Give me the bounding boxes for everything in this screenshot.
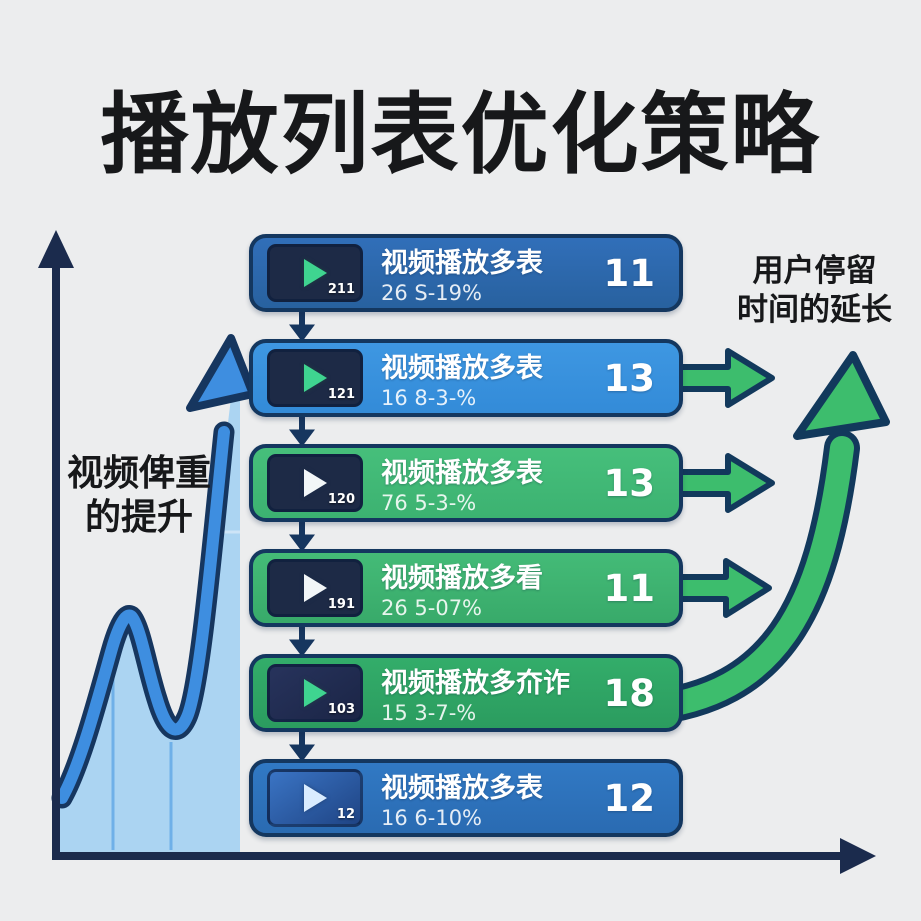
playlist-card-3: 120 视频播放多表 76 5-3-% 13	[249, 444, 683, 522]
card-subtitle: 76 5-3-%	[381, 491, 477, 515]
play-icon	[303, 259, 327, 287]
left-axis-label: 视频俾重 的提升	[44, 452, 234, 540]
right-outcome-label-line1: 用户停留	[752, 253, 877, 289]
growth-arrow-shaft	[56, 426, 230, 804]
duration-badge: 120	[327, 492, 355, 507]
growth-arrow-head	[186, 334, 257, 412]
playlist-card-2: 121 视频播放多表 16 8-3-% 13	[249, 339, 683, 417]
right-outcome-label-line2: 时间的延长	[737, 291, 892, 328]
card-subtitle: 16 6-10%	[381, 806, 483, 830]
card-subtitle: 16 8-3-%	[381, 386, 477, 410]
right-outcome-label: 用户停留 时间的延长	[712, 252, 917, 330]
card-meta: 视频播放多表 26 S-19%	[381, 241, 598, 305]
duration-badge: 211	[327, 282, 355, 297]
card-title: 视频播放多看	[381, 563, 543, 594]
card-title: 视频播放多表	[381, 248, 543, 279]
card-title: 视频播放多夼诈	[381, 668, 570, 699]
duration-badge: 121	[327, 387, 355, 402]
impact-arrow-shaft	[636, 436, 854, 720]
card-value: 18	[603, 671, 656, 715]
card-meta: 视频播放多看 26 5-07%	[381, 556, 598, 620]
duration-badge: 12	[336, 807, 355, 822]
card-meta: 视频播放多表 16 8-3-%	[381, 346, 598, 410]
play-icon	[303, 679, 327, 707]
video-thumbnail: 121	[267, 349, 363, 407]
x-axis-arrowhead	[840, 838, 876, 874]
video-thumbnail: 211	[267, 244, 363, 302]
play-icon	[303, 469, 327, 497]
video-thumbnail: 12	[267, 769, 363, 827]
card-value: 11	[603, 251, 656, 295]
left-axis-label-line1: 视频俾重	[66, 453, 211, 494]
trend-fill-area	[60, 398, 240, 852]
duration-badge: 191	[327, 597, 355, 612]
playlist-card-4: 191 视频播放多看 26 5-07% 11	[249, 549, 683, 627]
card-meta: 视频播放多表 76 5-3-%	[381, 451, 598, 515]
card-value: 11	[603, 566, 656, 610]
card-title: 视频播放多表	[381, 773, 543, 804]
play-icon	[303, 364, 327, 392]
playlist-card-1: 211 视频播放多表 26 S-19% 11	[249, 234, 683, 312]
card-meta: 视频播放多表 16 6-10%	[381, 766, 598, 830]
card-subtitle: 26 5-07%	[381, 596, 483, 620]
card-connector-arrows	[289, 311, 315, 762]
video-thumbnail: 120	[267, 454, 363, 512]
card-subtitle: 26 S-19%	[381, 281, 482, 305]
play-icon	[303, 574, 327, 602]
video-thumbnail: 103	[267, 664, 363, 722]
play-icon	[303, 784, 327, 812]
card-value: 12	[603, 776, 656, 820]
card-meta: 视频播放多夼诈 15 3-7-%	[381, 661, 598, 725]
page-title: 播放列表优化策略	[100, 83, 821, 186]
duration-badge: 103	[327, 702, 355, 717]
card-value: 13	[603, 461, 656, 505]
y-axis-arrowhead	[38, 230, 74, 268]
video-thumbnail: 191	[267, 559, 363, 617]
playlist-card-6: 12 视频播放多表 16 6-10% 12	[249, 759, 683, 837]
playlist-card-5: 103 视频播放多夼诈 15 3-7-% 18	[249, 654, 683, 732]
left-axis-label-line2: 的提升	[84, 496, 193, 538]
card-value: 13	[603, 356, 656, 400]
impact-arrow-head	[793, 351, 890, 440]
card-title: 视频播放多表	[381, 353, 543, 384]
card-subtitle: 15 3-7-%	[381, 701, 477, 725]
card-title: 视频播放多表	[381, 458, 543, 489]
